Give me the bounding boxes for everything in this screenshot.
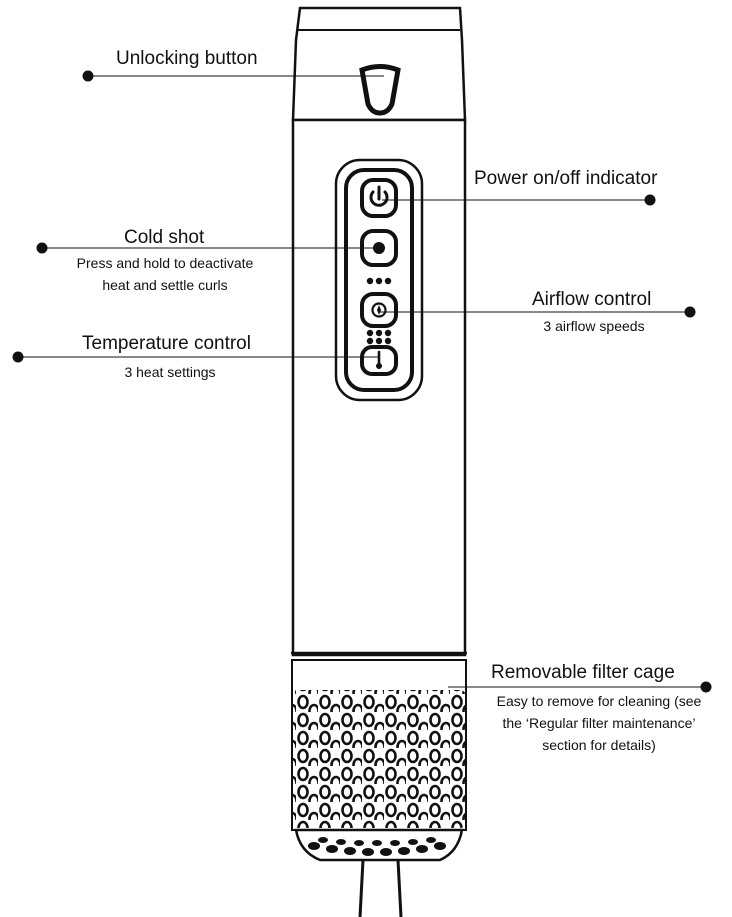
callout-airflow-leader [379, 306, 696, 318]
filter-cage[interactable] [291, 659, 467, 831]
thermometer-icon [376, 350, 382, 369]
airflow-level-dots [366, 277, 392, 285]
unlocking-button-label: Unlocking button [116, 48, 258, 69]
temperature-control-description: 3 heat settings [124, 364, 216, 380]
cold-shot-label: Cold shot [124, 227, 205, 248]
callout-filter-leader [448, 681, 712, 693]
filter-cage-description-line-1: Easy to remove for cleaning (see [496, 693, 702, 709]
cold-shot-description: Press and hold to deactivate heat and se… [50, 252, 280, 296]
temperature-button[interactable] [360, 345, 398, 376]
callout-cold-shot-leader [36, 242, 379, 254]
unlocking-button[interactable] [359, 64, 401, 116]
filter-cage-description: Easy to remove for cleaning (see the ‘Re… [468, 690, 730, 756]
callout-temperature-leader [12, 351, 379, 363]
power-button[interactable] [360, 178, 398, 218]
filter-cage-description-line-3: section for details) [542, 737, 656, 753]
callout-unlocking-leader [82, 70, 384, 82]
cold-shot-description-line-2: heat and settle curls [102, 277, 228, 293]
power-icon [369, 185, 389, 207]
airflow-control-description: 3 airflow speeds [543, 318, 645, 334]
power-cord [358, 859, 403, 917]
filter-cage-description-line-2: the ‘Regular filter maintenance’ [502, 715, 696, 731]
temperature-level-dots [366, 329, 392, 345]
power-indicator-label: Power on/off indicator [474, 168, 658, 189]
airflow-control-label: Airflow control [532, 289, 652, 310]
filter-cage-label: Removable filter cage [491, 662, 675, 683]
bottom-vent [294, 828, 464, 862]
callout-power-leader [382, 194, 656, 206]
airflow-button[interactable] [360, 292, 398, 328]
temperature-control-label: Temperature control [82, 333, 251, 354]
cold-shot-description-line-1: Press and hold to deactivate [76, 255, 254, 271]
